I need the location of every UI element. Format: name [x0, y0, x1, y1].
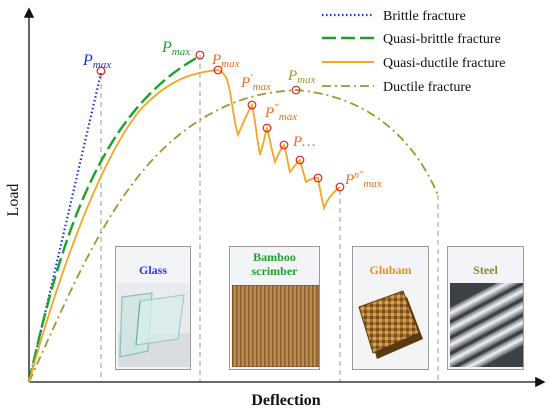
- label-ductile-pmax: Pmax: [287, 68, 316, 86]
- label-qd-ellipsis: P…: [292, 134, 316, 150]
- x-axis-label: Deflection: [251, 392, 320, 409]
- material-label-glubam: Glubam: [369, 263, 412, 277]
- material-card-bamboo-scrimber: Bamboo scrimber: [229, 246, 320, 370]
- peak-marker-qd-last: [335, 182, 345, 192]
- material-label-bamboo-scrimber: Bamboo scrimber: [251, 250, 298, 278]
- legend: Brittle fracture Quasi-brittle fracture …: [322, 9, 505, 95]
- peak-marker-qd-5: [295, 155, 305, 165]
- brittle-curve: [27, 72, 103, 383]
- steel-photo: [450, 283, 523, 367]
- label-qd-second: P′max: [240, 72, 271, 93]
- label-qd-last: Pn″max: [344, 170, 382, 190]
- material-label-steel: Steel: [473, 263, 498, 277]
- legend-label-quasi-ductile: Quasi-ductile fracture: [383, 56, 505, 71]
- peak-marker-ductile: [291, 85, 301, 95]
- legend-label-quasi-brittle: Quasi-brittle fracture: [383, 32, 501, 47]
- ductile-curve: [28, 89, 439, 383]
- legend-label-ductile: Ductile fracture: [383, 80, 471, 95]
- peak-marker-quasi-brittle: [195, 50, 205, 60]
- guide-lines: [100, 55, 439, 382]
- material-card-steel: Steel: [447, 246, 524, 370]
- axes: [23, 7, 546, 388]
- label-quasi-ductile-pmax: Pmax: [211, 52, 240, 70]
- peak-marker-quasi-ductile: [213, 65, 223, 75]
- material-card-glass: Glass: [115, 246, 191, 370]
- material-card-glubam: Glubam: [352, 246, 429, 370]
- bamboo-scrimber-photo: [232, 285, 319, 367]
- peak-marker-qd-4: [279, 140, 289, 150]
- glass-photo: [118, 283, 190, 367]
- label-qd-third: P″max: [264, 102, 297, 123]
- label-quasi-brittle-pmax: Pmax: [161, 39, 190, 58]
- glubam-photo: [355, 283, 428, 367]
- legend-label-brittle: Brittle fracture: [383, 9, 466, 24]
- material-label-glass: Glass: [138, 263, 167, 277]
- peak-marker-qd-2: [247, 100, 257, 110]
- quasi-ductile-curve: [28, 69, 341, 383]
- peak-marker-qd-3: [262, 123, 272, 133]
- peak-marker-qd-6: [313, 173, 323, 183]
- label-brittle-pmax: Pmax: [82, 52, 111, 71]
- peak-marker-brittle: [96, 66, 106, 76]
- peak-markers: [96, 50, 345, 192]
- quasi-brittle-curve: [27, 54, 201, 383]
- y-axis-label: Load: [5, 184, 22, 217]
